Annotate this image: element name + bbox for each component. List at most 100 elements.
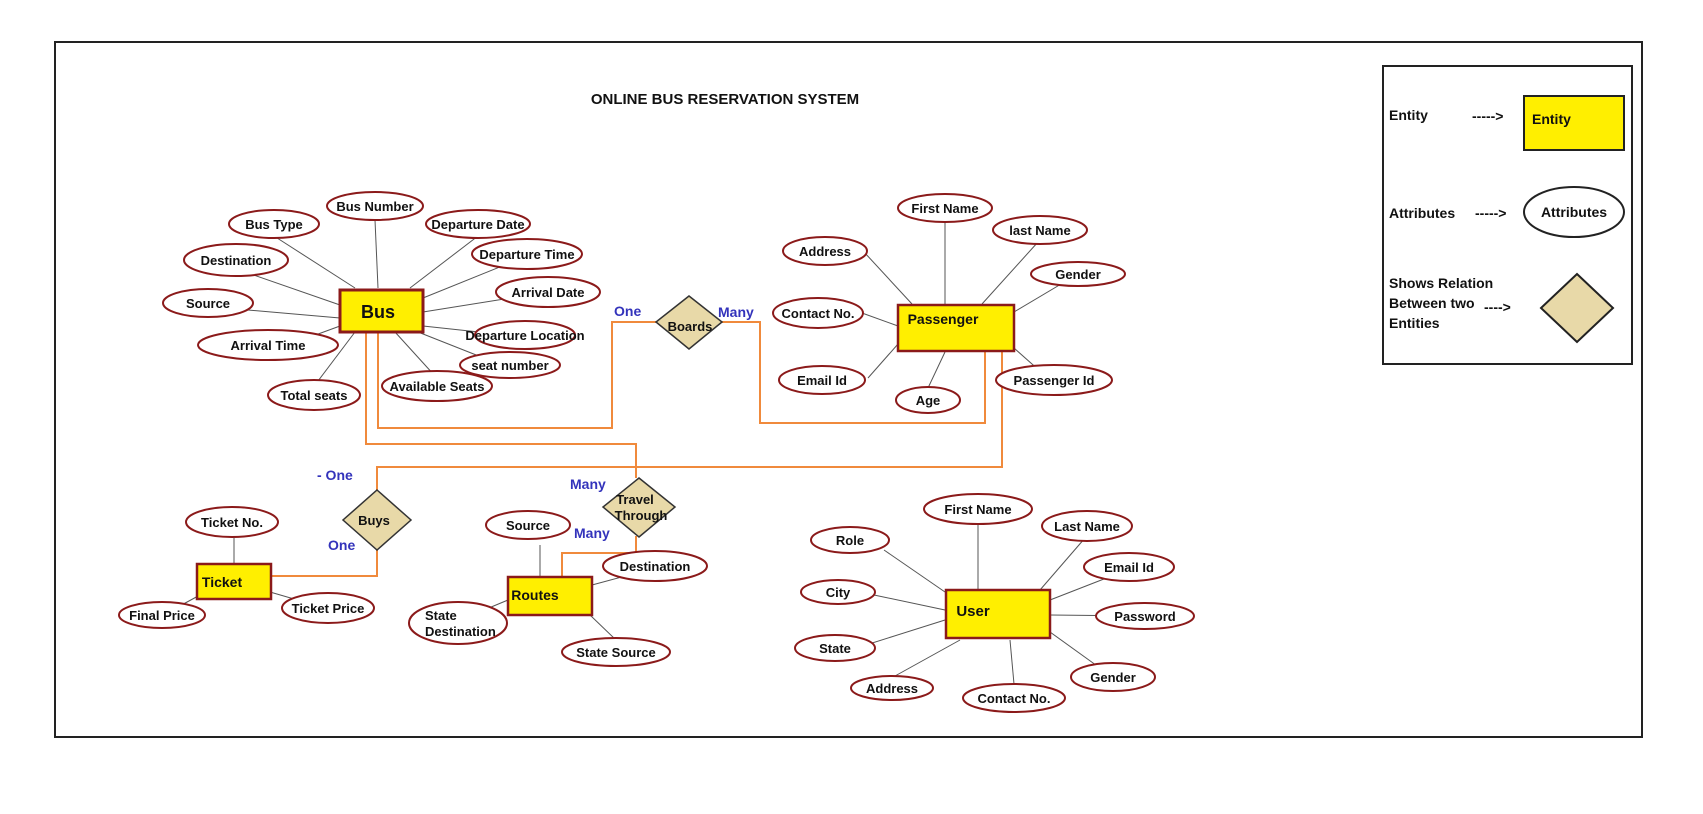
legend-rel-line-3: Entities [1389, 315, 1440, 331]
attribute-label: Gender [1090, 670, 1136, 685]
attribute-ellipse [1030, 261, 1126, 287]
legend-entity-arrow: -----> [1472, 108, 1504, 124]
attribute-ellipse [772, 297, 864, 329]
bus-attr-departure-time: Departure Time [471, 238, 583, 270]
bus-attr-arrival-time: Arrival Time [197, 329, 339, 361]
passenger-attr-gender: Gender [1030, 261, 1126, 287]
entity-ticket: Ticket [195, 562, 273, 601]
attribute-label: City [826, 585, 851, 600]
attribute-ellipse [895, 386, 961, 414]
attribute-label: First Name [944, 502, 1011, 517]
attribute-label: Contact No. [782, 306, 855, 321]
attribute-label: State [425, 608, 457, 623]
attribute-label: Ticket Price [292, 601, 365, 616]
attribute-label: seat number [471, 358, 548, 373]
attribute-label: Gender [1055, 267, 1101, 282]
relation-travel-label-1: Travel [616, 492, 654, 507]
legend-attr-label: Attributes [1389, 205, 1455, 221]
legend-rel-arrow: ----> [1484, 299, 1511, 315]
bus-travel-line [365, 330, 637, 478]
attribute-label: Passenger Id [1014, 373, 1095, 388]
attribute-ellipse [485, 510, 571, 540]
attribute-ellipse [923, 493, 1033, 525]
ticket-attr-final-price: Final Price [118, 601, 206, 629]
attribute-ellipse [850, 675, 934, 701]
attribute-ellipse [267, 379, 361, 411]
attribute-ellipse [474, 320, 576, 350]
attribute-label: Destination [620, 559, 691, 574]
entity-bus: Bus [338, 288, 425, 334]
attribute-label: Departure Location [465, 328, 584, 343]
routes-attr-destination: Destination [602, 550, 708, 582]
relation-buys-label: Buys [358, 513, 390, 528]
passenger-attr-passenger-id: Passenger Id [995, 364, 1113, 396]
bus-boards-line [377, 318, 656, 429]
card-buys-top: - One [317, 467, 353, 483]
user-attr-contact-no: Contact No. [962, 683, 1066, 713]
card-travel-top: Many [570, 476, 606, 492]
bus-attr-bus-number: Bus Number [326, 191, 424, 221]
travel-routes-line [561, 536, 637, 578]
attribute-ellipse [962, 683, 1066, 713]
attribute-label: State [819, 641, 851, 656]
boards-passenger-line [722, 321, 986, 424]
attribute-label: Ticket No. [201, 515, 263, 530]
bus-attr-total-seats: Total seats [267, 379, 361, 411]
attribute-ellipse [897, 193, 993, 223]
attribute-label: Destination [201, 253, 272, 268]
user-attr-state: State [794, 634, 876, 662]
attribute-label: Bus Number [336, 199, 413, 214]
attribute-ellipse [782, 236, 868, 266]
entity-ticket-label: Ticket [202, 574, 243, 590]
relationship-lines [270, 318, 1003, 578]
legend-entity-box [1523, 95, 1625, 151]
attribute-label: Age [916, 393, 941, 408]
passenger-attr-age: Age [895, 386, 961, 414]
bus-attr-seat-number: seat number [459, 351, 561, 379]
user-attr-gender: Gender [1070, 662, 1156, 692]
card-boards-left: One [614, 303, 641, 319]
entity-routes-label: Routes [511, 587, 559, 603]
attribute-ellipse [408, 601, 508, 645]
buys-ticket-line [270, 550, 378, 577]
attribute-ellipse [800, 579, 876, 605]
user-attr-role: Role [810, 526, 890, 554]
attribute-label: Total seats [281, 388, 348, 403]
passenger-attr-email-id: Email Id [778, 365, 866, 395]
attribute-ellipse [459, 351, 561, 379]
attribute-ellipse [561, 637, 671, 667]
legend-relation-diamond [1539, 272, 1615, 344]
bus-attr-departure-location: Departure Location [465, 320, 585, 350]
user-attr-password: Password [1095, 602, 1195, 630]
attribute-ellipse [197, 329, 339, 361]
legend-attr-ellipse-label: Attributes [1541, 204, 1607, 220]
diagram-frame [54, 41, 1643, 738]
attribute-ellipse [281, 592, 375, 624]
attribute-label: Password [1114, 609, 1175, 624]
legend-rel-line-1: Shows Relation [1389, 275, 1493, 291]
attribute-label: First Name [911, 201, 978, 216]
relation-travel-through: Travel Through [601, 477, 677, 538]
entity-routes: Routes [506, 575, 594, 617]
attribute-ellipse [1070, 662, 1156, 692]
attribute-label: Email Id [1104, 560, 1154, 575]
legend-entity-box-label: Entity [1532, 111, 1571, 127]
entity-passenger: Passenger [896, 303, 1016, 353]
attribute-ellipse [1041, 510, 1133, 542]
attribute-label: Address [866, 681, 918, 696]
attribute-label: Arrival Date [512, 285, 585, 300]
bus-attr-arrival-date: Arrival Date [495, 276, 601, 308]
relation-boards-label: Boards [668, 319, 713, 334]
legend-rel-line-2: Between two [1389, 295, 1475, 311]
attribute-label: Email Id [797, 373, 847, 388]
attribute-ellipse [228, 209, 320, 239]
entity-passenger-label: Passenger [908, 311, 979, 327]
attribute-ellipse [425, 209, 531, 239]
bus-attr-departure-date: Departure Date [425, 209, 531, 239]
attribute-label: Departure Time [479, 247, 574, 262]
bus-attr-bus-type: Bus Type [228, 209, 320, 239]
routes-attr-state-source: State Source [561, 637, 671, 667]
